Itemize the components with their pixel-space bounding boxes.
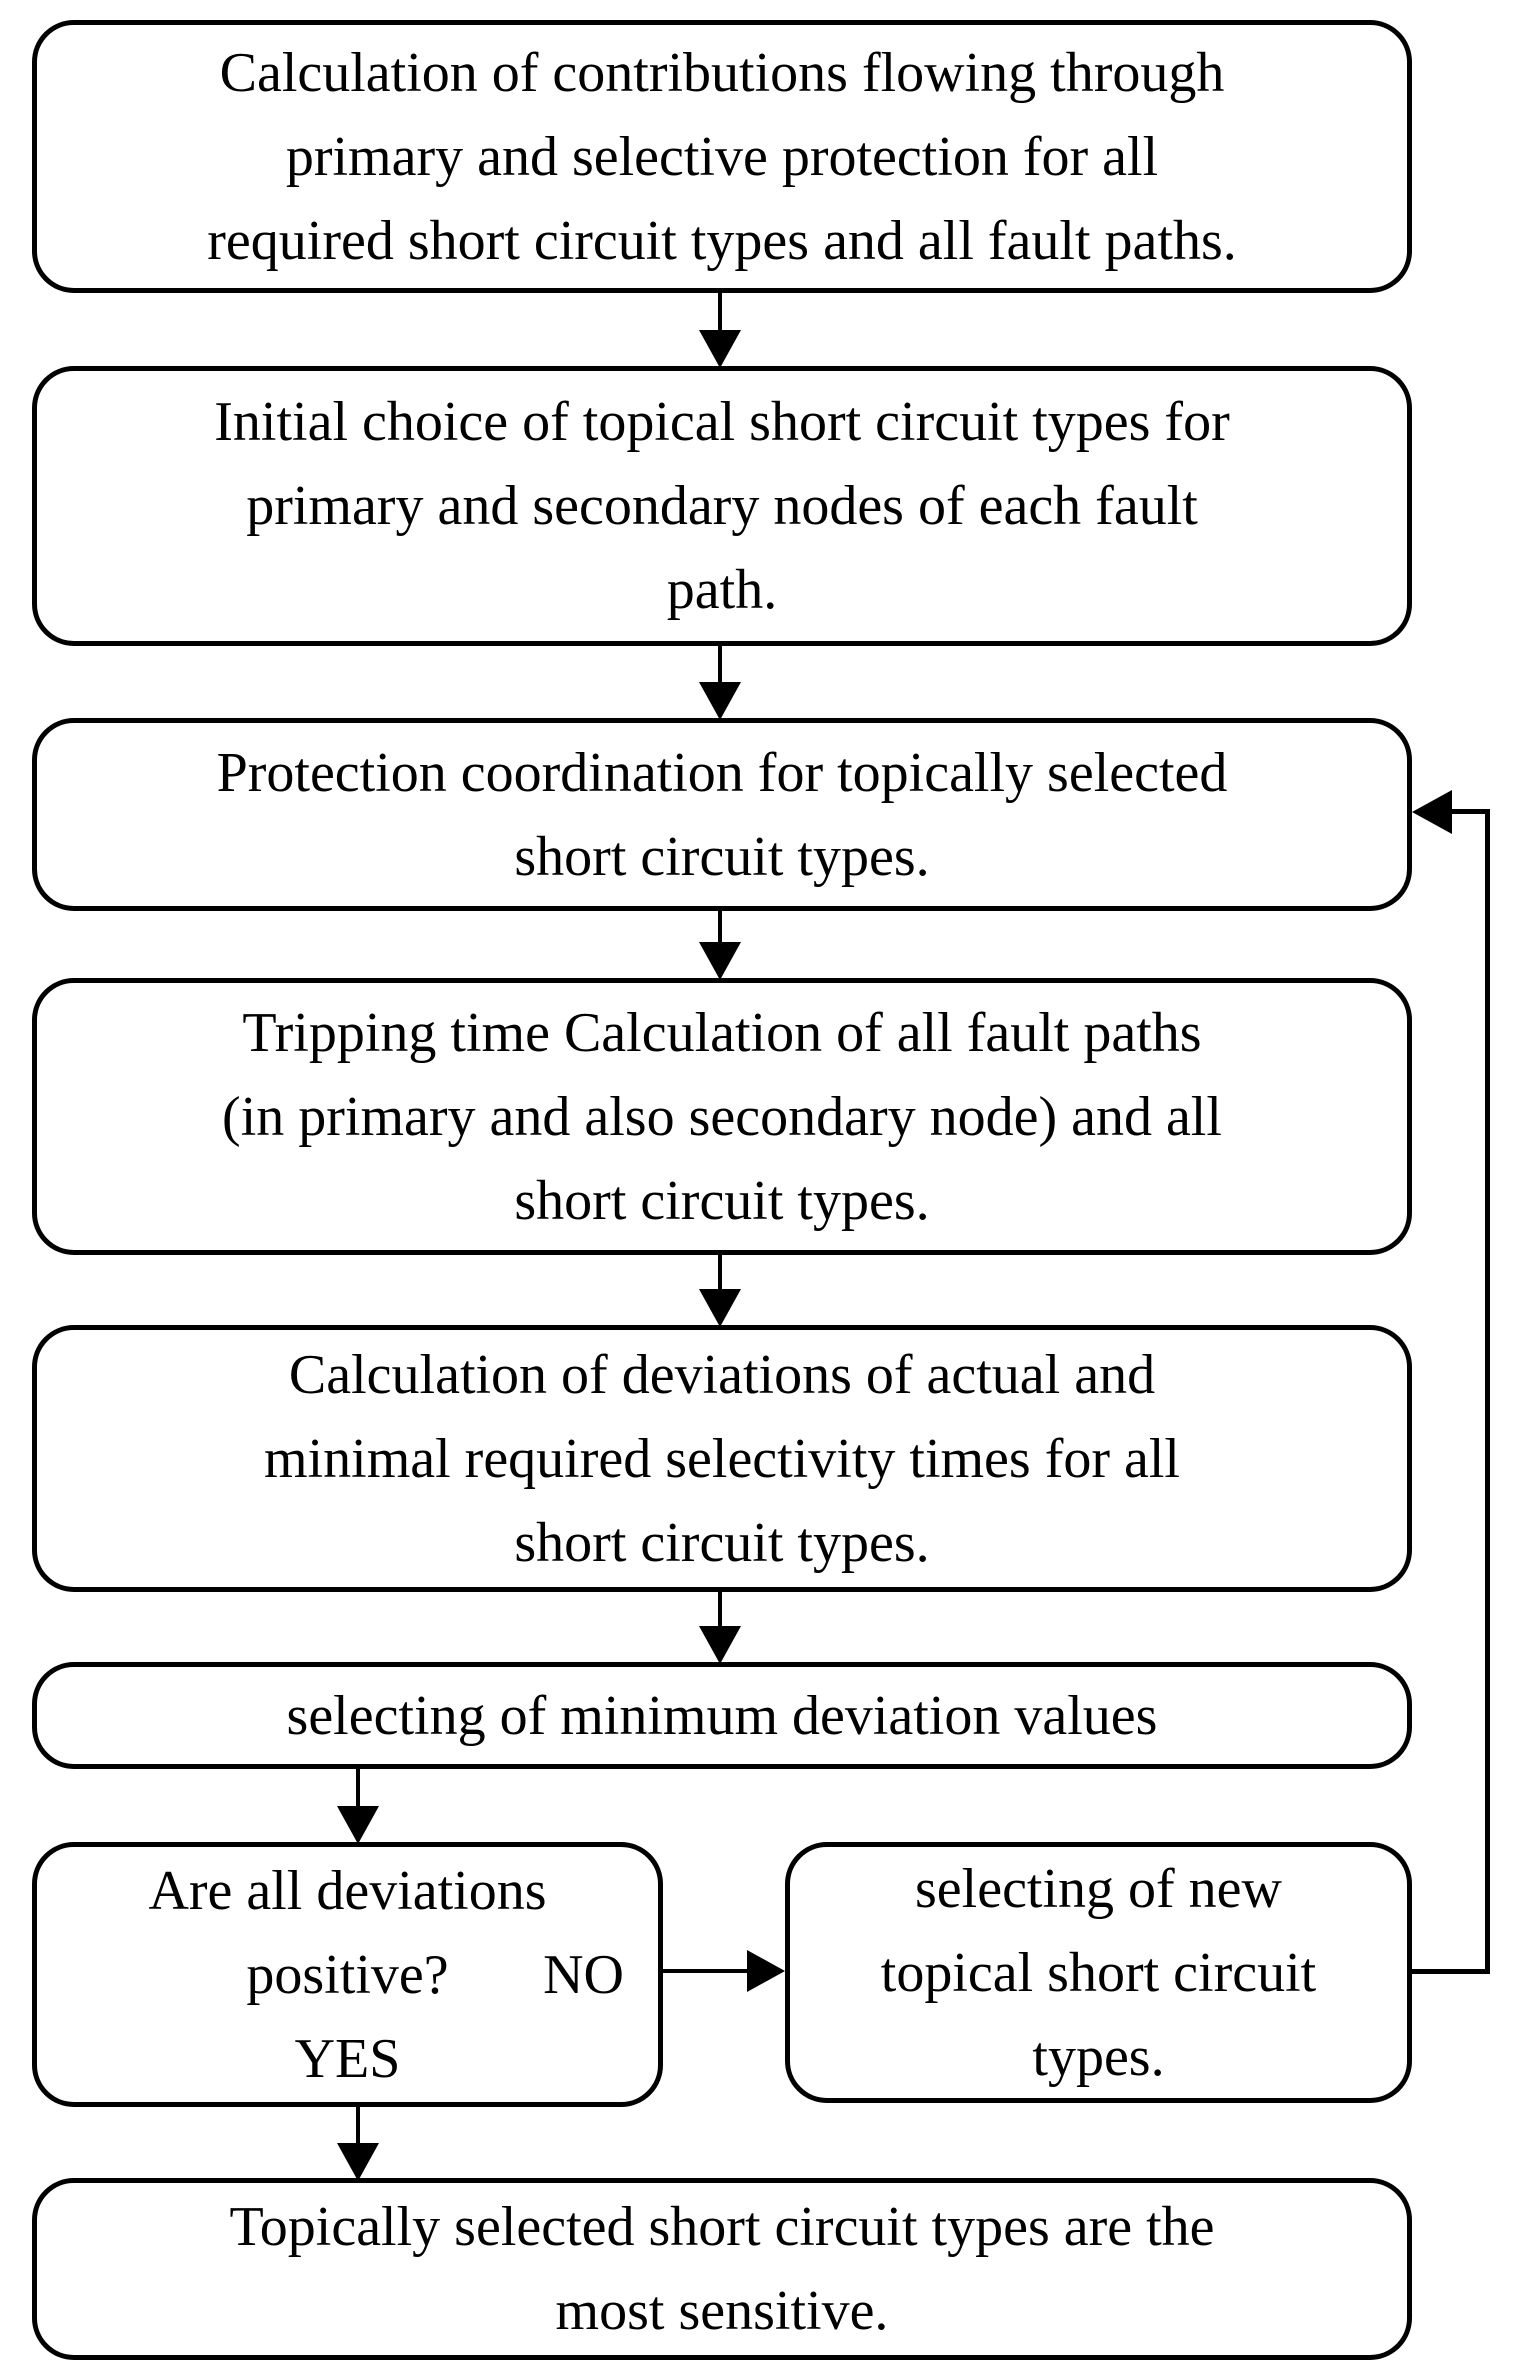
step-text-line: primary and secondary nodes of each faul… [246,475,1198,537]
arrow-left-icon [1412,790,1452,834]
step-text-line: types. [1032,2025,1165,2088]
step-text-line: Topically selected short circuit types a… [229,2196,1215,2258]
step-text-line: Initial choice of topical short circuit … [214,391,1230,453]
step-text-line: most sensitive. [555,2280,889,2342]
step-text-line: minimal required selectivity times for a… [264,1427,1180,1490]
step-text-line: Calculation of contributions flowing thr… [219,41,1225,104]
decision-question-text: positive? [246,1943,449,2006]
yes-branch-label: YES [294,2027,401,2090]
flow-step-tripping-time-calculation: Tripping time Calculation of all fault p… [32,978,1412,1255]
no-branch-label: NO [543,1943,624,2006]
step-text-line: selecting of new [915,1857,1282,1920]
no-arrow-stem [661,1969,749,1973]
arrow-3-stem [718,906,722,946]
flow-step-protection-coordination: Protection coordination for topically se… [32,718,1412,911]
arrow-right-icon [747,1950,785,1992]
step-text-line: selecting of minimum deviation values [286,1684,1158,1747]
arrow-5-stem [718,1588,722,1630]
step-text-line: Calculation of deviations of actual and [288,1343,1156,1406]
arrow-down-icon [337,2143,379,2181]
flow-step-new-topical-selection: selecting of new topical short circuit t… [785,1842,1412,2103]
flow-step-minimum-deviation-selection: selecting of minimum deviation values [32,1662,1412,1769]
decision-question-line2: positive? NO [37,1933,658,2017]
step-text-line: short circuit types. [514,825,930,888]
arrow-down-icon [699,1626,741,1664]
feedback-line-top-segment [1452,809,1490,814]
arrow-down-icon [337,1806,379,1844]
flow-step-contributions-calculation: Calculation of contributions flowing thr… [32,20,1412,293]
flow-step-initial-choice: Initial choice of topical short circuit … [32,366,1412,646]
step-text-line: required short circuit types and all fau… [207,209,1237,272]
step-text-line: primary and selective protection for all [285,125,1159,188]
arrow-4-stem [718,1250,722,1293]
feedback-line-bottom-segment [1410,1969,1490,1974]
arrow-down-icon [699,330,741,368]
feedback-line-vertical-segment [1485,809,1490,1974]
arrow-down-icon [699,942,741,980]
flow-step-deviations-calculation: Calculation of deviations of actual and … [32,1325,1412,1592]
yes-arrow-stem [356,2103,360,2147]
step-text-line: topical short circuit [880,1941,1317,2004]
arrow-down-icon [699,682,741,720]
step-text-line: Protection coordination for topically se… [216,741,1228,804]
step-text-line: (in primary and also secondary node) and… [222,1085,1222,1148]
step-text-line: path. [666,559,778,621]
arrow-down-icon [699,1289,741,1327]
flow-step-conclusion: Topically selected short circuit types a… [32,2178,1412,2360]
arrow-6-stem [356,1765,360,1810]
arrow-2-stem [718,642,722,686]
arrow-1-stem [718,290,722,334]
step-text-line: short circuit types. [514,1511,930,1574]
step-text-line: Tripping time Calculation of all fault p… [242,1001,1202,1064]
flow-step-deviations-positive-decision: Are all deviations positive? NO YES [32,1842,663,2107]
step-text-line: short circuit types. [514,1169,930,1232]
decision-question-line1: Are all deviations [148,1859,547,1922]
